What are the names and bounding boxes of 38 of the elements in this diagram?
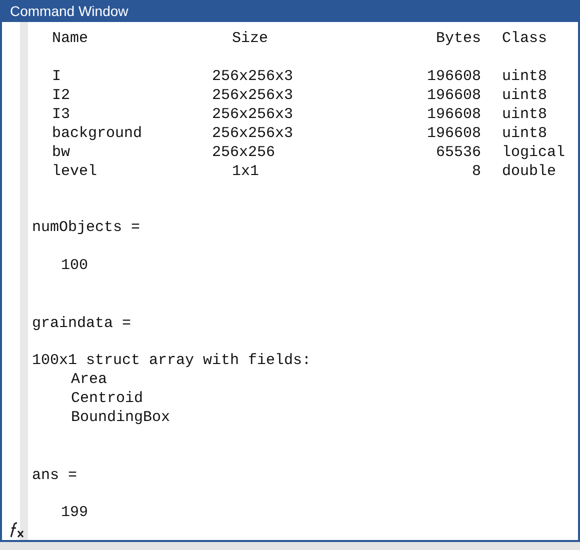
class-value: uint8 xyxy=(502,87,548,105)
column-header: Bytes xyxy=(436,30,481,48)
output-variable: numObjects = xyxy=(32,219,140,237)
output-value: 199 xyxy=(61,504,88,522)
size-value: 256x256 xyxy=(212,144,276,162)
variable-name: background xyxy=(52,125,142,143)
class-value: uint8 xyxy=(502,125,548,143)
variable-name: bw xyxy=(52,144,70,162)
column-header: Size xyxy=(232,30,268,48)
size-value: 256x256x3 xyxy=(212,106,294,124)
bytes-value: 196608 xyxy=(426,106,481,124)
output-text: 100x1 struct array with fields: xyxy=(32,352,312,370)
variable-name: I xyxy=(52,68,62,86)
size-value: 256x256x3 xyxy=(212,125,294,143)
bytes-value: 196608 xyxy=(426,125,481,143)
bytes-value: 65536 xyxy=(436,144,481,162)
output-value: 100 xyxy=(61,257,88,275)
size-value: 1x1 xyxy=(232,163,260,181)
window-title: Command Window xyxy=(0,0,580,22)
class-value: uint8 xyxy=(502,68,548,86)
bytes-value: 196608 xyxy=(426,87,481,105)
field-name: Centroid xyxy=(71,390,144,408)
variable-name: level xyxy=(52,163,98,181)
column-header: Class xyxy=(502,30,548,48)
column-header: Name xyxy=(52,30,88,48)
class-value: double xyxy=(502,163,556,181)
class-value: logical xyxy=(502,144,566,162)
field-name: Area xyxy=(71,371,108,389)
variable-name: I3 xyxy=(52,106,70,124)
size-value: 256x256x3 xyxy=(212,68,294,86)
field-name: BoundingBox xyxy=(71,409,170,427)
bytes-value: 8 xyxy=(472,163,481,181)
output-variable: ans = xyxy=(32,467,78,485)
size-value: 256x256x3 xyxy=(212,87,294,105)
variable-name: I2 xyxy=(52,87,70,105)
bytes-value: 196608 xyxy=(426,68,481,86)
class-value: uint8 xyxy=(502,106,548,124)
output-variable: graindata = xyxy=(32,315,132,333)
